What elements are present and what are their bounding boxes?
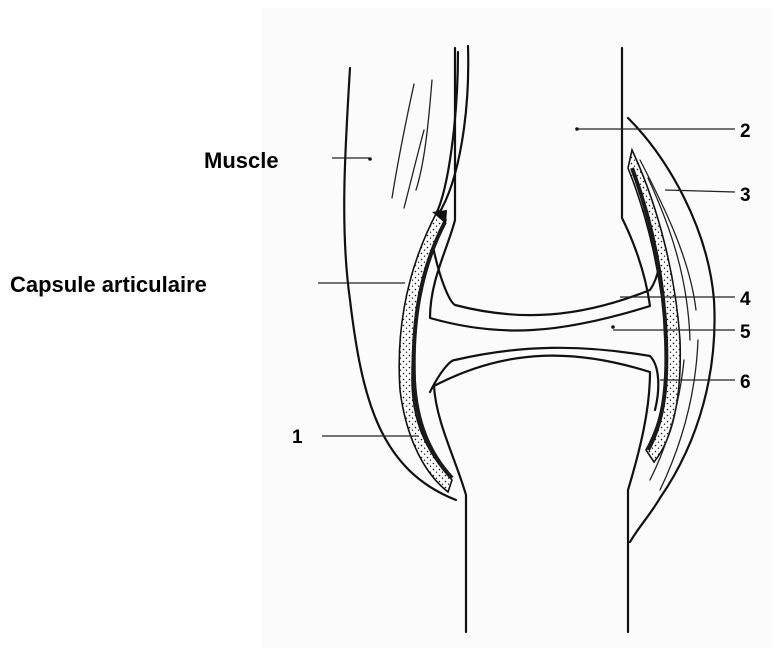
paper-background (262, 8, 772, 648)
label-number-2: 2 (740, 121, 751, 142)
label-muscle: Muscle (204, 148, 279, 173)
label-number-3: 3 (740, 185, 751, 206)
label-number-4: 4 (740, 289, 751, 310)
label-number-1: 1 (292, 427, 303, 448)
label-number-5: 5 (740, 322, 751, 343)
label-point-5 (611, 325, 615, 329)
label-capsule-articulaire: Capsule articulaire (10, 272, 207, 297)
label-number-6: 6 (740, 372, 751, 393)
